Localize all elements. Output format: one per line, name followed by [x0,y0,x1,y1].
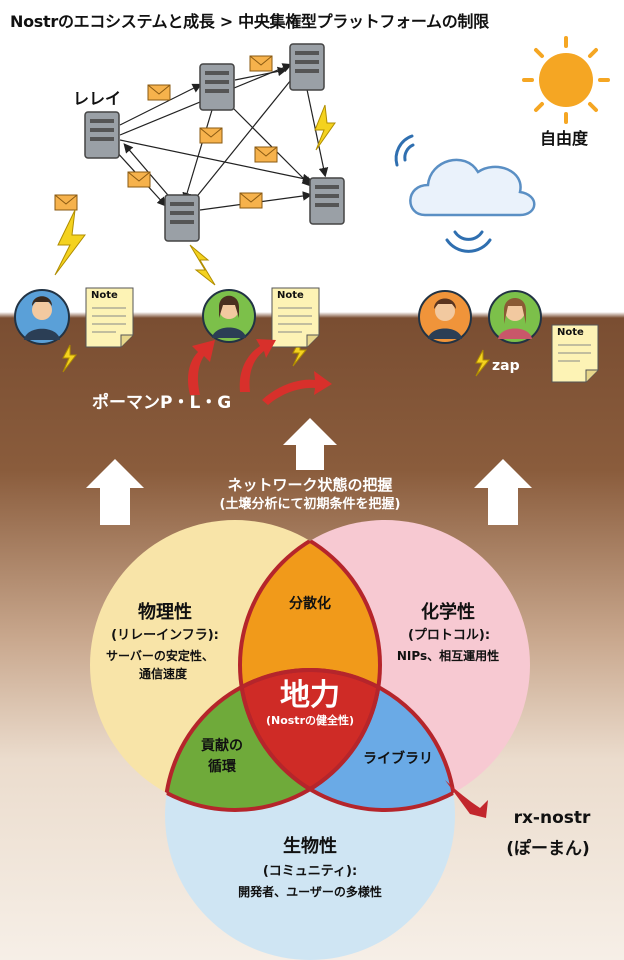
arrow-icon [262,371,332,405]
note-card [271,287,320,348]
arrow-icon [187,340,215,395]
avatar [14,289,70,345]
rx-nostr-label: rx-nostr [513,808,591,828]
growth-arrows [187,339,332,405]
physics-desc-2: 通信速度 [138,667,188,681]
biology-sub: (コミュニティ): [262,864,358,879]
arrow-icon [239,339,276,392]
lightning-icon [54,209,86,276]
chemistry-sub: (プロトコル): [407,628,491,643]
envelope-icon [127,171,151,188]
note-label: Note [557,327,584,338]
page-title: Nostrのエコシステムと成長 > 中央集権型プラットフォームの制限 [10,12,489,31]
note-label: Note [91,290,118,301]
rx-arrow-icon [445,780,488,818]
lightning-icon [475,349,491,377]
envelope-icon [254,146,278,163]
server-icon [199,63,235,111]
venn-outlines [163,520,457,812]
poman-plg-label: ポーマンP・L・G [92,393,232,413]
server-icon [309,177,345,225]
contribution-overlap [165,670,380,810]
wifi-icon [394,134,492,253]
relay-label: レレイ [73,89,122,108]
chemistry-desc: NIPs、相互運用性 [396,649,500,663]
envelope-icon [147,84,171,101]
network-subtitle: (土壌分析にて初期条件を把握) [219,497,401,512]
contribution-label-1: 貢献の [201,738,243,754]
envelope-icons [54,55,278,211]
decentral-label: 分散化 [289,596,331,612]
avatar [202,289,256,343]
library-label: ライブラリ [363,751,433,767]
biology-title: 生物性 [283,836,337,857]
envelope-icon [54,194,78,211]
physics-title: 物理性 [138,602,192,623]
envelope-icon [249,55,273,72]
lightning-icon [189,244,216,286]
avatar [418,290,472,344]
lightning-icon [292,339,308,367]
contribution-label-2: 循環 [208,759,236,775]
lightning-icon [314,104,336,151]
physics-sub: (リレーインフラ): [111,628,219,643]
lightning-icon [62,344,78,373]
up-arrow-icon [86,459,144,525]
server-icon [289,43,325,91]
envelope-icon [199,127,223,144]
freedom-label: 自由度 [540,129,589,148]
sun-icon [522,36,610,124]
library-overlap [240,670,455,810]
physics-desc-1: サーバーの安定性、 [106,649,214,663]
note-card [551,324,599,383]
avatar [488,290,542,344]
envelope-icon [239,192,263,209]
up-arrow-icon [474,459,532,525]
poman-label: (ぽーまん) [506,839,590,859]
center-subtitle: (Nostrの健全性) [265,714,355,727]
biology-desc: 開発者、ユーザーの多様性 [238,885,382,899]
server-icon [84,111,120,159]
center-title: 地力 [280,678,340,713]
cloud-icon [409,158,536,217]
up-arrows [86,418,532,525]
up-arrow-icon [283,418,337,470]
note-card [85,287,134,348]
lightning-icons [54,104,491,377]
chemistry-title: 化学性 [421,602,475,623]
note-label: Note [277,290,304,301]
server-icon [164,194,200,242]
zap-label: zap [492,358,520,374]
network-title: ネットワーク状態の把握 [227,476,393,494]
